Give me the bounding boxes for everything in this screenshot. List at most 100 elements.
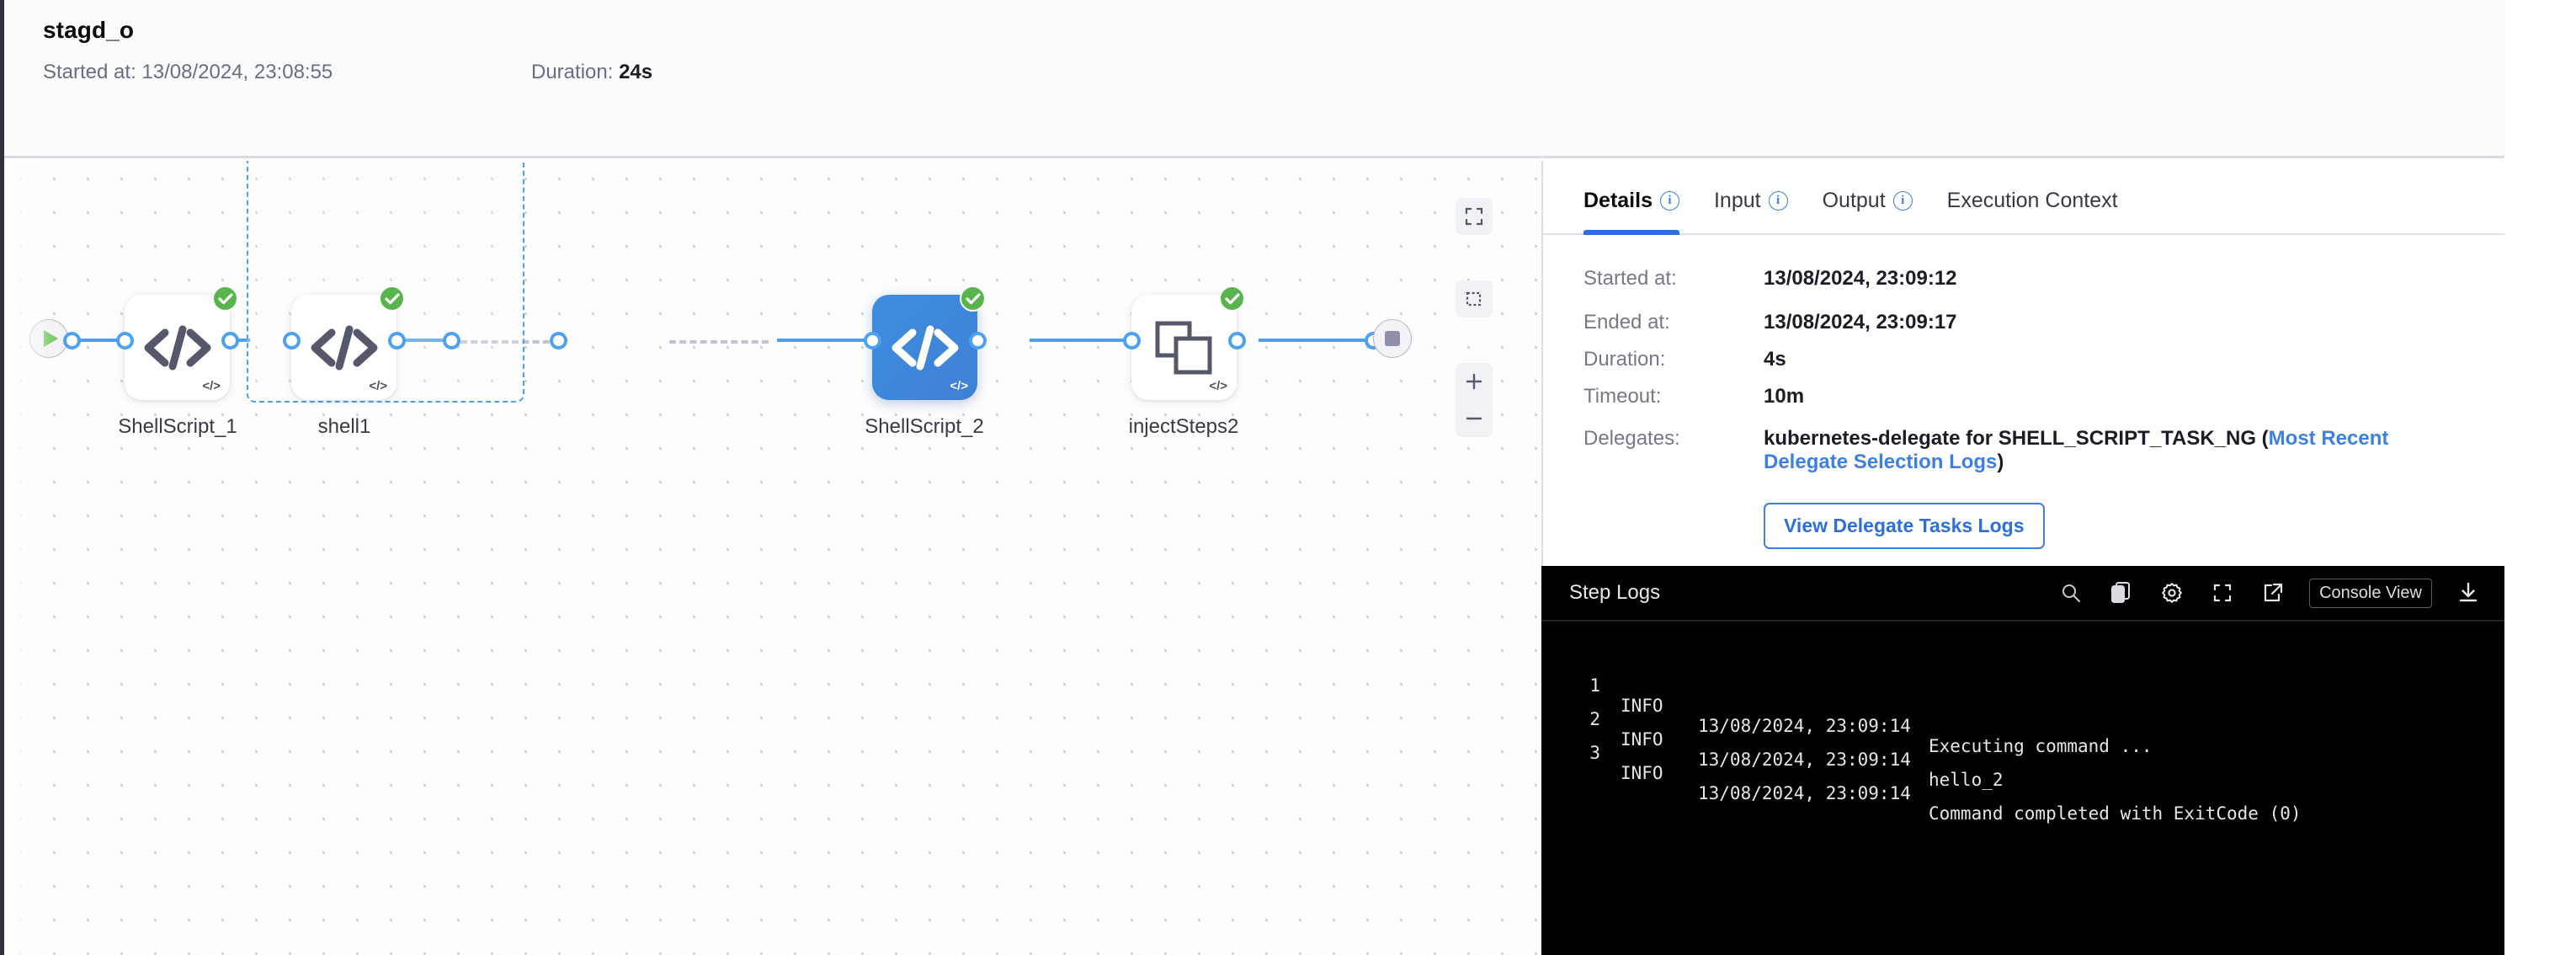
port-shell1-out[interactable] xyxy=(388,332,406,349)
delegates-text-tail: ) xyxy=(1997,451,2004,473)
status-badge-success xyxy=(1219,285,1245,312)
start-node[interactable] xyxy=(29,319,68,358)
page-title: stagd_o xyxy=(43,17,135,43)
zoom-controls[interactable] xyxy=(1456,363,1493,437)
log-message: hello_2 xyxy=(1929,770,2004,790)
port-start-out[interactable] xyxy=(63,332,81,349)
log-level: INFO xyxy=(1621,729,1663,750)
info-icon[interactable]: i xyxy=(1768,190,1788,211)
tab-details[interactable]: Details i xyxy=(1583,161,1679,235)
copy-icon[interactable] xyxy=(2107,579,2136,607)
code-corner-icon: </> xyxy=(1209,379,1227,393)
port-group-in[interactable] xyxy=(443,332,460,349)
code-icon xyxy=(291,295,397,400)
marquee-select-icon xyxy=(1456,280,1493,317)
details-tabs: Details i Input i Output i Execution Con… xyxy=(1543,161,2504,235)
play-icon xyxy=(43,330,58,347)
node-label-shellscript-2: ShellScript_2 xyxy=(865,415,984,438)
status-badge-success xyxy=(379,285,405,312)
port-injectsteps2-in[interactable] xyxy=(1123,332,1141,349)
edge-group-in-dashed xyxy=(460,340,560,344)
search-icon[interactable] xyxy=(2057,579,2085,607)
delegates-text: kubernetes-delegate for SHELL_SCRIPT_TAS… xyxy=(1764,427,2269,450)
fullscreen-icon[interactable] xyxy=(2208,579,2237,607)
execution-header: stagd_o Started at: 13/08/2024, 23:08:55… xyxy=(4,0,2504,158)
edge-injectsteps2-to-end xyxy=(1259,339,1373,342)
started-at-value: 13/08/2024, 23:08:55 xyxy=(141,61,333,83)
delegates-value: kubernetes-delegate for SHELL_SCRIPT_TAS… xyxy=(1764,427,2454,474)
download-icon[interactable] xyxy=(2454,579,2483,607)
tab-output[interactable]: Output i xyxy=(1823,161,1913,235)
log-line-number: 1 xyxy=(1589,675,1600,696)
tab-execution-context-label: Execution Context xyxy=(1946,188,2118,212)
status-badge-success xyxy=(960,285,986,312)
node-injectsteps-2[interactable]: </> xyxy=(1131,285,1245,400)
tab-execution-context[interactable]: Execution Context xyxy=(1947,161,2118,235)
port-shell1-in[interactable] xyxy=(283,332,301,349)
log-line-number: 2 xyxy=(1589,709,1600,729)
node-shell1[interactable]: </> xyxy=(291,285,405,400)
started-at-label: Started at: xyxy=(43,61,136,83)
edge-group-out-dashed xyxy=(669,340,769,344)
code-corner-icon: </> xyxy=(202,379,221,393)
fit-screen-icon xyxy=(1456,198,1493,235)
step-logs-tools: Console View xyxy=(2057,578,2483,608)
started-at-meta: Started at: 13/08/2024, 23:08:55 xyxy=(43,61,333,84)
stop-icon xyxy=(1385,331,1400,346)
view-delegate-tasks-logs-button[interactable]: View Delegate Tasks Logs xyxy=(1764,503,2045,549)
ended-at-value: 13/08/2024, 23:09:17 xyxy=(1764,311,1957,333)
info-icon[interactable]: i xyxy=(1659,190,1679,211)
log-line-number: 3 xyxy=(1589,743,1600,763)
code-corner-icon: </> xyxy=(369,379,387,393)
tab-input[interactable]: Input i xyxy=(1714,161,1788,235)
log-timestamp: 13/08/2024, 23:09:14 xyxy=(1698,716,1911,736)
node-label-shellscript-1: ShellScript_1 xyxy=(118,415,237,438)
zoom-in-button[interactable] xyxy=(1456,363,1493,400)
timeout-label: Timeout: xyxy=(1583,385,1662,408)
edge-group-to-shellscript2 xyxy=(777,339,870,342)
log-line: 3 INFO 13/08/2024, 23:09:14 Command comp… xyxy=(1541,723,2504,824)
gear-icon[interactable] xyxy=(2158,579,2186,607)
log-message: Executing command ... xyxy=(1929,736,2153,756)
tab-input-label: Input xyxy=(1713,188,1761,212)
log-level: INFO xyxy=(1621,763,1663,783)
console-view-button[interactable]: Console View xyxy=(2309,578,2432,608)
port-injectsteps2-out[interactable] xyxy=(1228,332,1246,349)
node-shellscript-2[interactable]: </> xyxy=(872,285,986,400)
port-shellscript2-in[interactable] xyxy=(864,332,881,349)
started-at-value: 13/08/2024, 23:09:12 xyxy=(1764,267,1957,290)
node-label-shell1: shell1 xyxy=(317,415,371,438)
code-corner-icon: </> xyxy=(950,379,968,393)
end-node[interactable] xyxy=(1373,319,1412,358)
log-level: INFO xyxy=(1621,696,1663,716)
log-timestamp: 13/08/2024, 23:09:14 xyxy=(1698,750,1911,770)
duration-value: 4s xyxy=(1764,348,1786,371)
status-badge-success xyxy=(212,285,238,312)
group-icon xyxy=(1131,295,1237,400)
log-message: Command completed with ExitCode (0) xyxy=(1929,803,2302,824)
left-edge-rail xyxy=(0,0,4,955)
duration-label: Duration: xyxy=(531,61,614,83)
port-shellscript1-out[interactable] xyxy=(221,332,239,349)
fit-to-screen-button[interactable] xyxy=(1456,198,1493,235)
step-logs-toolbar: Step Logs xyxy=(1541,566,2504,622)
port-group-out[interactable] xyxy=(550,332,567,349)
log-line: 2 INFO 13/08/2024, 23:09:14 hello_2 xyxy=(1541,689,2504,790)
port-shellscript2-out[interactable] xyxy=(969,332,987,349)
port-shellscript1-in[interactable] xyxy=(116,332,134,349)
pipeline-canvas[interactable]: injectSteps1 </> ShellScript_1 xyxy=(4,161,1541,955)
code-icon xyxy=(872,295,977,400)
external-link-icon[interactable] xyxy=(2259,579,2287,607)
code-icon xyxy=(125,295,230,400)
node-label-injectsteps-2: injectSteps2 xyxy=(1128,415,1239,438)
zoom-out-button[interactable] xyxy=(1456,400,1493,437)
ended-at-label: Ended at: xyxy=(1583,311,1670,333)
delegate-selection-logs-link[interactable]: Most Recent Delegate Selection Logs xyxy=(1764,427,2389,473)
step-logs-title: Step Logs xyxy=(1569,581,1661,604)
node-shellscript-1[interactable]: </> xyxy=(125,285,238,400)
info-icon[interactable]: i xyxy=(1892,190,1913,211)
selection-box-button[interactable] xyxy=(1456,280,1493,317)
log-output[interactable]: 1 INFO 13/08/2024, 23:09:14 Executing co… xyxy=(1541,622,2504,955)
tab-details-label: Details xyxy=(1583,188,1653,212)
